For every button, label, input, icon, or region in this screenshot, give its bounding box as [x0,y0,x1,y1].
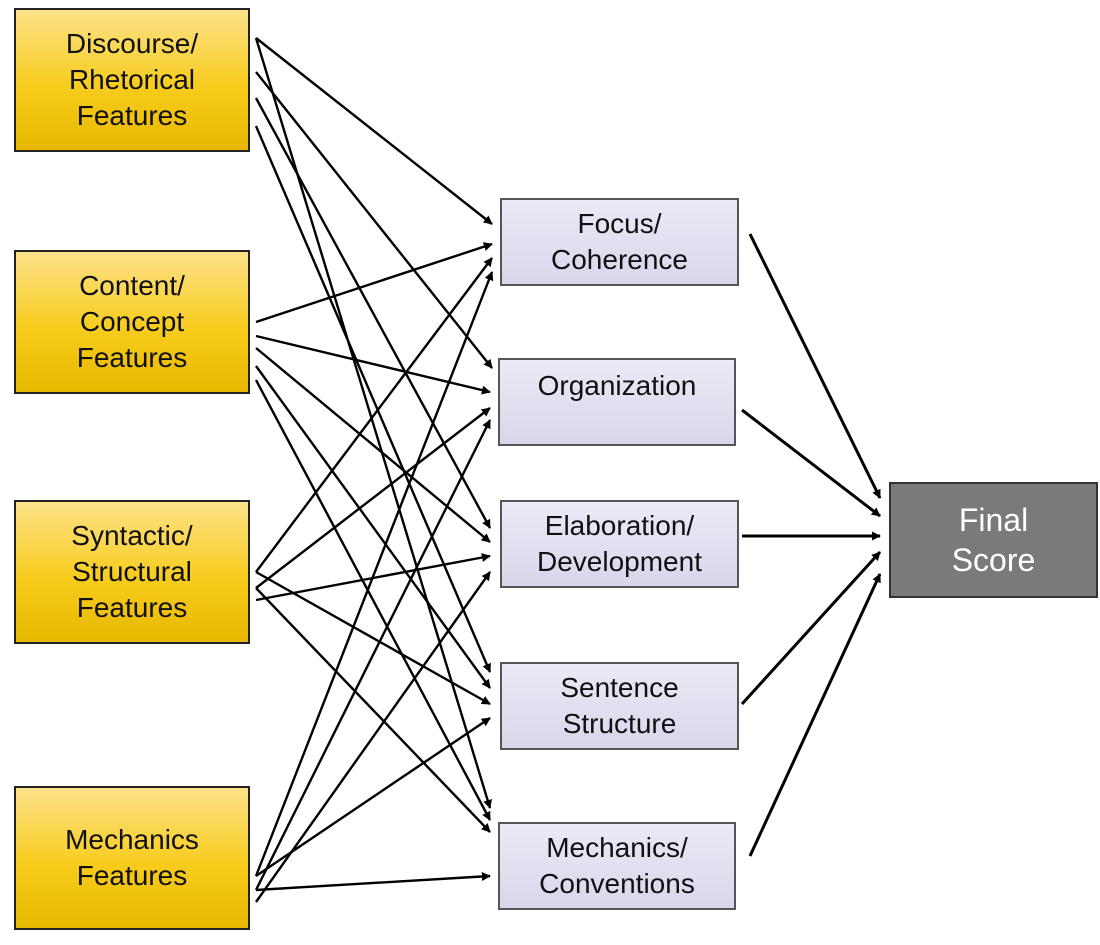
arrow-mechanics-to-mechconv [255,871,491,892]
sentence-structure-box: Sentence Structure [500,662,739,750]
organization-box: Organization [498,358,736,446]
arrow-organization-to-final [741,408,881,518]
arrow-syntactic-to-organization [255,407,491,589]
discourse-rhetorical-features-box: Discourse/ Rhetorical Features [14,8,250,152]
arrow-syntactic-to-sentence [255,570,491,706]
arrow-content-to-mechconv [254,379,492,821]
arrow-syntactic-to-focus [255,257,493,573]
focus-coherence-box: Focus/ Coherence [500,198,739,286]
arrow-syntactic-to-mechconv [255,587,491,833]
arrow-mechanics-to-organization [254,419,492,891]
content-concept-features-box: Content/ Concept Features [14,250,250,394]
mechanics-conventions-box: Mechanics/ Conventions [498,822,736,910]
arrow-discourse-to-elaboration [254,97,492,529]
final-score-box: Final Score [889,482,1098,598]
arrow-content-to-sentence [255,365,491,689]
arrow-discourse-to-mechconv [254,37,492,809]
arrow-discourse-to-sentence [254,125,492,673]
syntactic-structural-features-box: Syntactic/ Structural Features [14,500,250,644]
arrow-mechanics-to-elaboration [255,571,491,903]
arrow-discourse-to-organization [255,71,493,369]
arrow-content-to-focus [255,242,493,324]
arrow-content-to-elaboration [255,347,491,543]
arrow-focus-to-final [748,233,882,499]
arrow-sentence-to-final [740,550,882,706]
arrow-mechanics-to-sentence [255,717,491,877]
mechanics-features-box: Mechanics Features [14,786,250,930]
elaboration-development-box: Elaboration/ Development [500,500,739,588]
arrow-discourse-to-focus [255,37,493,225]
arrow-mechconv-to-final [748,573,882,857]
arrow-content-to-organization [255,334,491,395]
arrow-mechanics-to-focus [254,271,494,877]
